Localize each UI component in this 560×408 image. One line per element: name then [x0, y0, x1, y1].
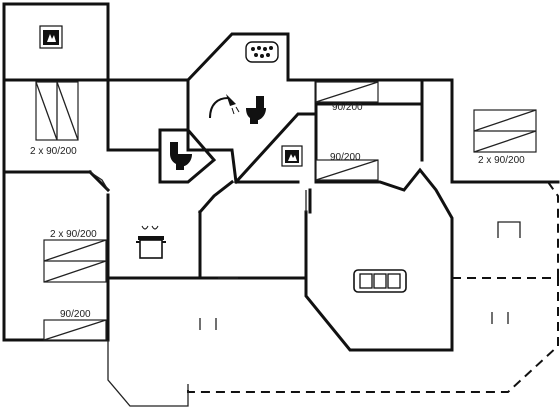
terrace-right [187, 277, 559, 393]
annex-doorway [497, 221, 521, 238]
label-bed-center-top: 90/200 [332, 102, 363, 113]
whirlpool-icon [245, 41, 279, 63]
beds [35, 81, 537, 341]
bed-center-top [315, 81, 379, 103]
wall-bath-diag [233, 112, 318, 185]
label-bed-left-mid: 2 x 90/200 [50, 229, 97, 240]
wall-living [304, 167, 454, 352]
wall-corridor-cut [89, 171, 109, 191]
terrace-outline [107, 181, 559, 407]
bed-left-bottom [43, 319, 107, 341]
terrace-right-top [547, 181, 559, 278]
fireplace-center-icon [281, 145, 303, 167]
label-bed-left-top: 2 x 90/200 [30, 146, 77, 157]
toilet-icon [246, 96, 266, 124]
wall-small-toilet [158, 128, 217, 184]
walls [2, 2, 560, 352]
shower-icon [209, 94, 240, 119]
wall-top-main [106, 32, 550, 184]
wall-corridor-diag-left [87, 169, 111, 193]
cooking-pot-icon [136, 225, 166, 259]
bed-labels: 2 x 90/200 2 x 90/200 90/200 90/200 90/2… [30, 102, 525, 320]
fireplace-icon [39, 25, 63, 49]
wall-center-lower [197, 179, 235, 215]
bed-left-mid [43, 239, 107, 283]
bed-left-top [35, 81, 79, 141]
annex-left [107, 340, 189, 407]
toilet-small-icon [170, 142, 192, 170]
fixtures [199, 221, 521, 330]
label-bed-right: 2 x 90/200 [478, 155, 525, 166]
bed-center-mid [315, 159, 379, 181]
wall-bath-lower [186, 148, 300, 184]
label-bed-center-mid: 90/200 [330, 152, 361, 163]
bed-right [473, 109, 537, 153]
sofa-icon [353, 269, 407, 293]
label-bed-left-bottom: 90/200 [60, 309, 91, 320]
